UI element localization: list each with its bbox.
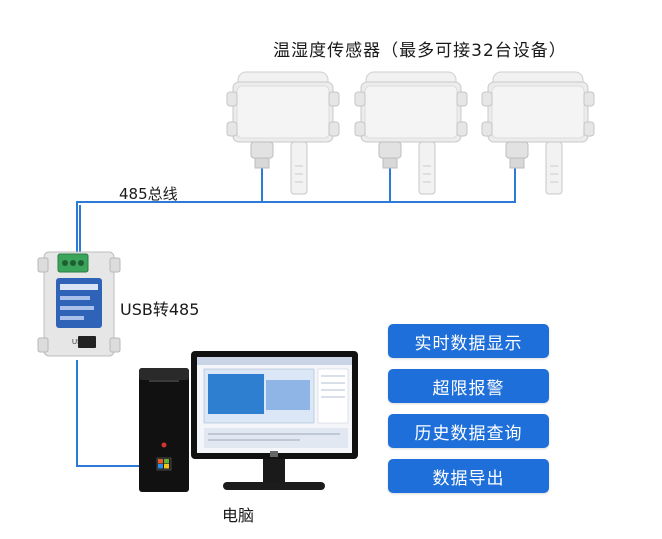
sensor-group-title: 温湿度传感器（最多可接32台设备） [273, 41, 567, 61]
sensor-device-icon [226, 71, 340, 195]
monitor-icon [191, 351, 358, 490]
feature-history-query-button[interactable]: 历史数据查询 [388, 414, 549, 448]
converter-label: USB转485 [120, 300, 200, 319]
desktop-tower-icon [139, 368, 189, 492]
feature-over-limit-alarm-button[interactable]: 超限报警 [388, 369, 549, 403]
feature-realtime-display-button[interactable]: 实时数据显示 [388, 324, 549, 358]
computer-label: 电脑 [222, 506, 255, 525]
feature-data-export-button[interactable]: 数据导出 [388, 459, 549, 493]
usb-485-converter-icon: USB [37, 251, 121, 357]
sensor-device-icon [354, 71, 468, 195]
bus-label: 485总线 [119, 185, 178, 203]
sensor-device-icon [481, 71, 595, 195]
